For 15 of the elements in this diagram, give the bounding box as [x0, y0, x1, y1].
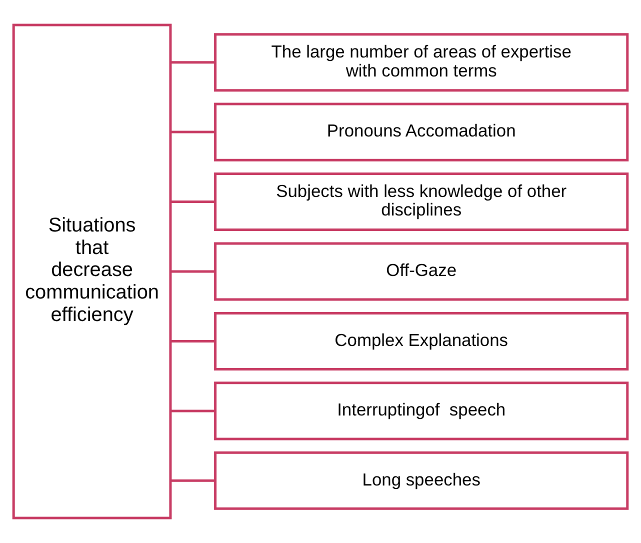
connector: [170, 200, 216, 204]
connector: [170, 61, 216, 64]
connector: [170, 479, 216, 482]
node-box: Complex Explanations: [214, 312, 629, 370]
node-box: Pronouns Accomadation: [214, 102, 629, 162]
connector: [170, 130, 216, 134]
connector: [170, 340, 216, 342]
node-box: Interruptingof speech: [214, 382, 629, 440]
connector: [170, 270, 216, 273]
connector: [170, 410, 216, 412]
node-box: Off-Gaze: [214, 242, 629, 301]
node-box: Situations that decrease communication efficiency: [12, 24, 172, 520]
node-box: The large number of areas of expertise with common terms: [214, 33, 629, 92]
node-box: Long speeches: [214, 451, 629, 510]
node-box: Subjects with less knowledge of other disciplines: [214, 172, 629, 232]
